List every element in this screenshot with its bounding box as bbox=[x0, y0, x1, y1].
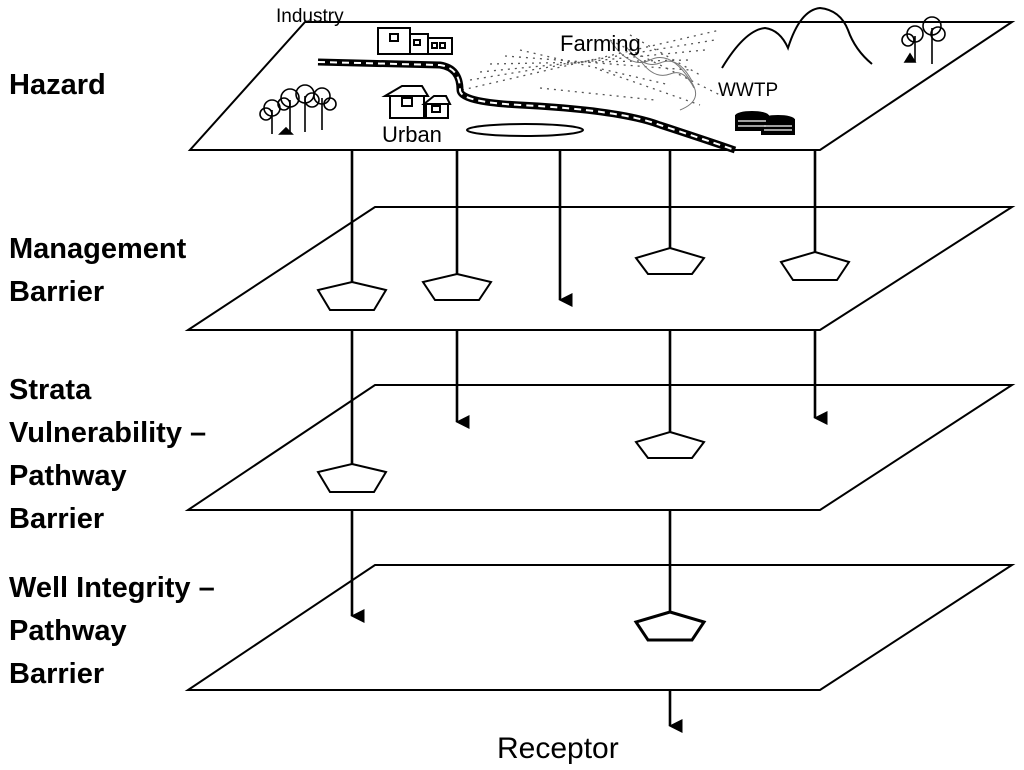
label-line: Barrier bbox=[9, 503, 105, 535]
wwtp-tanks bbox=[735, 111, 795, 135]
terrain-contours bbox=[609, 39, 697, 111]
label-industry: Industry bbox=[276, 6, 344, 27]
label-well-integrity: Well Integrity – Pathway Barrier bbox=[9, 567, 215, 696]
label-line: Well Integrity – bbox=[9, 572, 215, 604]
label-farming: Farming bbox=[560, 31, 641, 56]
barrier-hole bbox=[634, 430, 706, 459]
label-line: Barrier bbox=[9, 276, 105, 308]
layer-planes bbox=[184, 21, 1016, 691]
industry-buildings bbox=[377, 27, 453, 55]
trees-left bbox=[259, 84, 337, 135]
label-line: Hazard bbox=[9, 69, 106, 101]
barrier-hole bbox=[421, 272, 493, 301]
lake bbox=[466, 123, 584, 137]
label-wwtp: WWTP bbox=[718, 80, 779, 101]
road bbox=[317, 58, 737, 154]
label-management-barrier: Management Barrier bbox=[9, 228, 186, 314]
label-strata-vulnerability: Strata Vulnerability – Pathway Barrier bbox=[9, 369, 206, 541]
strata-plane bbox=[184, 384, 1016, 511]
barrier-hole bbox=[316, 280, 388, 311]
label-line: Vulnerability – bbox=[9, 417, 207, 449]
label-receptor: Receptor bbox=[497, 732, 619, 765]
label-line: Pathway bbox=[9, 460, 127, 492]
barrier-holes bbox=[316, 246, 851, 642]
hazard-map-illustration bbox=[259, 6, 946, 154]
mountains bbox=[721, 6, 873, 69]
label-hazard: Hazard bbox=[9, 64, 106, 107]
well-integrity-plane bbox=[184, 564, 1016, 691]
label-line: Strata bbox=[9, 374, 92, 406]
urban-houses bbox=[381, 85, 452, 119]
farming-field bbox=[461, 29, 721, 106]
label-line: Pathway bbox=[9, 615, 127, 647]
trees-right bbox=[901, 16, 946, 64]
barrier-hole bbox=[633, 610, 707, 642]
management-plane bbox=[184, 206, 1016, 331]
label-line: Barrier bbox=[9, 658, 105, 690]
label-line: Management bbox=[9, 233, 187, 265]
barrier-hole bbox=[634, 246, 706, 275]
label-urban: Urban bbox=[382, 122, 442, 147]
barrier-hole bbox=[779, 250, 851, 281]
barrier-hole bbox=[316, 462, 388, 493]
